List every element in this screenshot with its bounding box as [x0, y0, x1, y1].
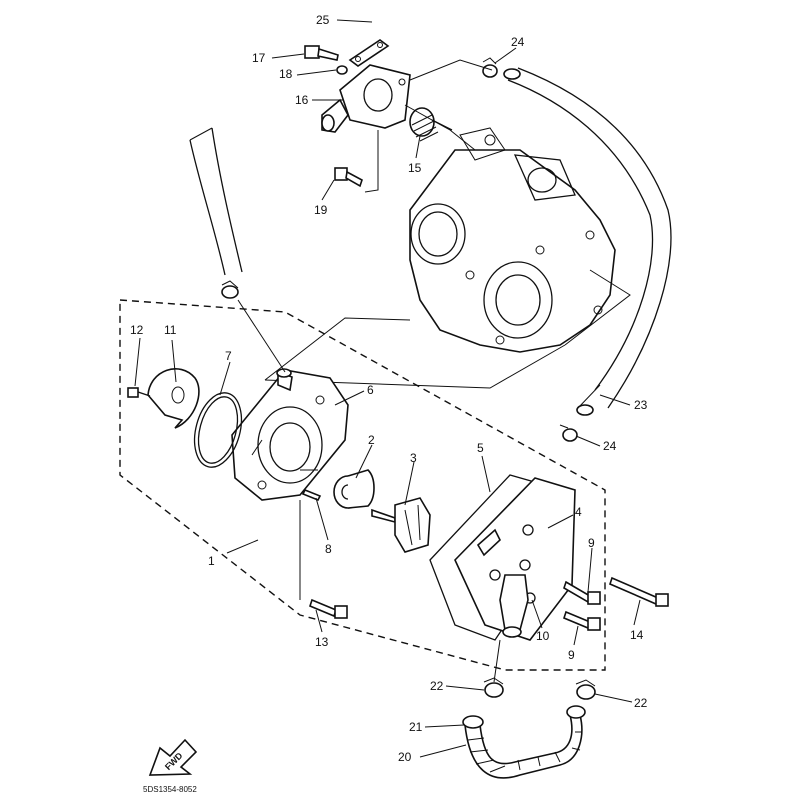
callout-4: 4: [575, 505, 582, 519]
plate-25: [348, 39, 390, 67]
cylinder-block: [409, 127, 616, 353]
clamp-22-right: [575, 679, 596, 700]
washer-18: [336, 65, 348, 75]
bolt-14: [609, 576, 669, 607]
callout-3: 3: [410, 451, 417, 465]
bolt-9-upper: [563, 580, 601, 605]
callout-7: 7: [225, 349, 232, 363]
callout-10: 10: [536, 629, 550, 643]
pin-8: [301, 488, 322, 502]
thermostat-group-lines: [364, 59, 493, 193]
bolt-13: [309, 598, 348, 619]
pump-cover-4: [454, 477, 576, 641]
callout-19: 19: [314, 203, 328, 217]
plate-11: [147, 368, 200, 429]
callout-22-left: 22: [430, 679, 444, 693]
hose-20: [462, 705, 586, 779]
impeller-3: [371, 497, 431, 553]
callout-22-right: 22: [634, 696, 648, 710]
callout-8: 8: [325, 542, 332, 556]
callout-1: 1: [208, 554, 215, 568]
clamp-24-left: [221, 280, 239, 299]
callout-11: 11: [164, 323, 177, 337]
screw-12: [127, 387, 151, 398]
callout-13: 13: [315, 635, 329, 649]
assembly-lines: [237, 299, 501, 683]
callout-21: 21: [409, 720, 423, 734]
callout-18: 18: [279, 67, 293, 81]
callout-24-right: 24: [603, 439, 617, 453]
callout-5: 5: [477, 441, 484, 455]
reference-lines: [264, 269, 631, 389]
callout-14: 14: [630, 628, 644, 642]
callout-24-top: 24: [511, 35, 525, 49]
bolt-19: [334, 167, 363, 188]
o-ring-7: [193, 392, 243, 468]
callout-17: 17: [252, 51, 266, 65]
callout-25: 25: [316, 13, 330, 27]
callout-23: 23: [634, 398, 648, 412]
bearing-2: [333, 469, 375, 509]
bolt-9-lower: [563, 610, 601, 631]
drawing-code: 5DS1354-8052: [143, 785, 197, 794]
bolt-17: [304, 45, 339, 61]
callout-6: 6: [367, 383, 374, 397]
assembly-boundary: [119, 299, 606, 671]
callout-20: 20: [398, 750, 412, 764]
clamp-24-right: [559, 424, 578, 442]
callout-2: 2: [368, 433, 375, 447]
callout-labels: 25 24 17 18 16 15 19 12 11 7 6 23 24 2 3…: [130, 13, 648, 764]
callout-12: 12: [130, 323, 144, 337]
fwd-arrow-icon: FWD: [148, 738, 198, 776]
callout-16: 16: [295, 93, 309, 107]
leader-lines: [134, 19, 641, 758]
clamp-22-left: [483, 677, 504, 698]
callout-9-upper: 9: [588, 536, 595, 550]
hose-23: [503, 67, 672, 416]
thermostat: [409, 107, 453, 142]
bypass-hose: [189, 127, 243, 276]
thermostat-cover: [321, 64, 411, 133]
pump-housing: [231, 368, 349, 501]
callout-9-lower: 9: [568, 648, 575, 662]
callout-15: 15: [408, 161, 422, 175]
